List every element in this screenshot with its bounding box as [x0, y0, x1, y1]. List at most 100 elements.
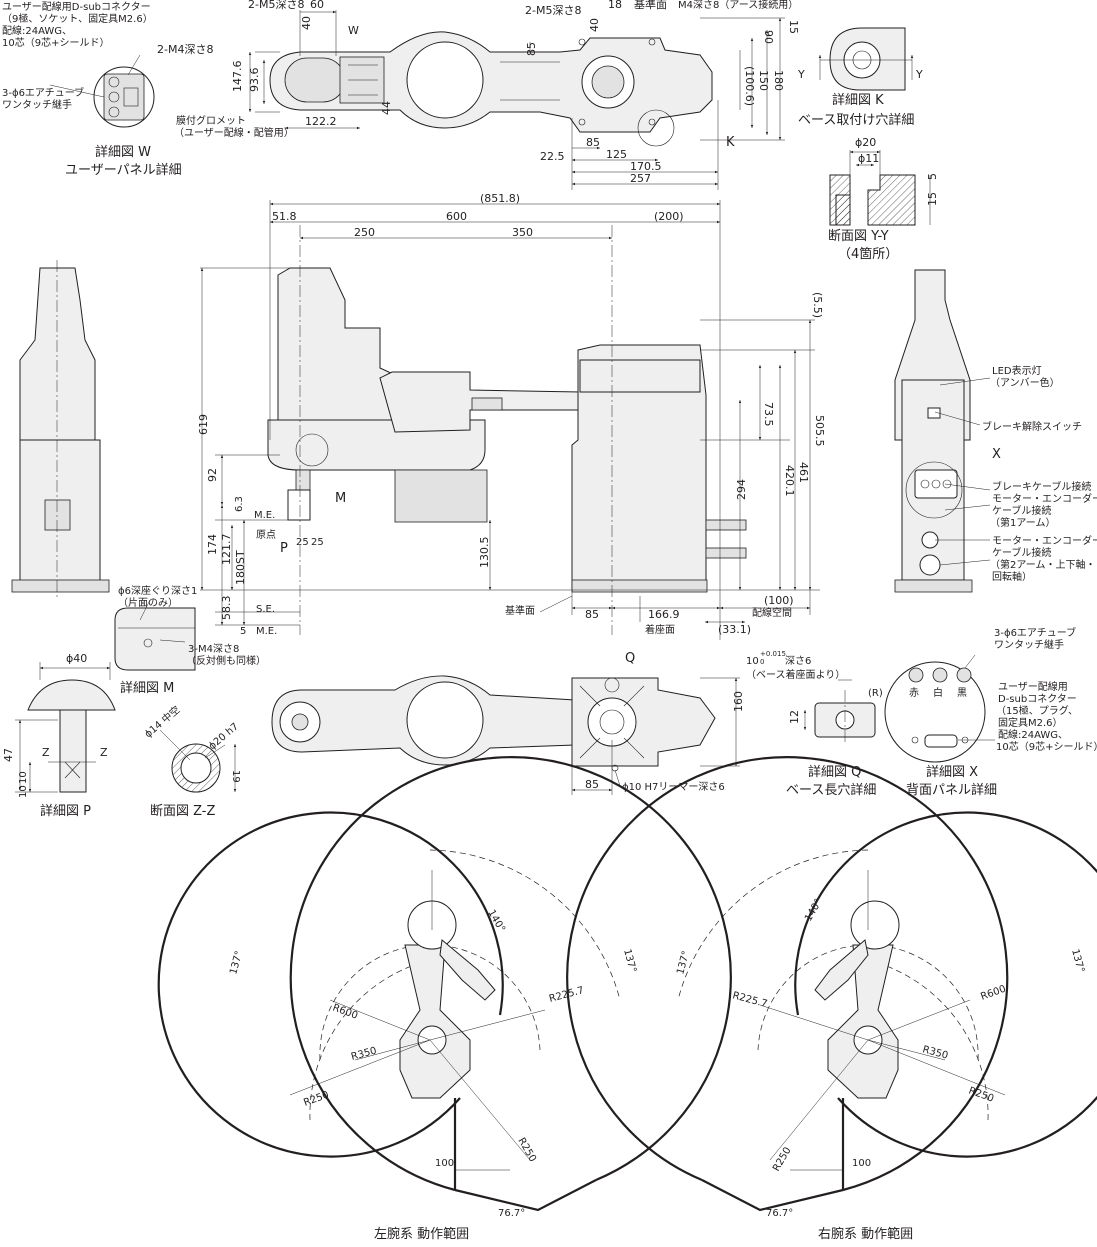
dim-label: 25	[296, 537, 309, 548]
dim-label: 47	[2, 748, 15, 762]
note-label: 固定具M2.6）	[998, 716, 1063, 729]
dim-label: 85	[585, 778, 599, 791]
note-label: （反対側も同様）	[186, 654, 266, 667]
detail-caption: 詳細図 W	[95, 144, 151, 160]
radius-label: R350	[921, 1044, 949, 1061]
note-label: LED表示灯	[992, 364, 1042, 377]
dim-label: ϕ20	[855, 136, 876, 149]
dim-label: 基準面	[505, 604, 535, 617]
radius-label: R250	[302, 1090, 330, 1109]
note-label: （片面のみ）	[118, 596, 178, 609]
note-label: 10芯（9芯+シールド）	[996, 740, 1097, 753]
note-label: ワンタッチ継手	[2, 98, 72, 111]
dim-label: 基準面	[634, 0, 667, 11]
detail-caption: （4箇所）	[838, 246, 898, 262]
dim-label: 15	[926, 192, 939, 206]
detail-caption: 詳細図 P	[40, 803, 91, 819]
dim-label: 配線空間	[752, 606, 792, 619]
dim-label: 294	[735, 479, 748, 500]
dim-label: 600	[446, 210, 467, 223]
tube-color-label: 白	[933, 686, 943, 699]
dim-label: ϕ14 中空	[142, 703, 183, 740]
note-label: （アンバー色）	[990, 376, 1060, 389]
section-yy-drawing	[829, 150, 931, 226]
dim-label: 着座面	[645, 623, 675, 636]
dim-label: 92	[206, 468, 219, 482]
right-side-view	[894, 269, 991, 593]
dim-label: S.E.	[256, 604, 275, 615]
dim-label: 40	[588, 18, 601, 32]
dim-label: 90	[762, 30, 775, 44]
radius-label: R350	[350, 1046, 378, 1063]
dim-label: 19	[230, 770, 241, 783]
dim-label: 93.6	[248, 68, 261, 93]
dim-label: 180ST	[234, 550, 247, 585]
dim-label: 505.5	[813, 415, 826, 447]
detail-k-drawing	[818, 27, 914, 91]
dim-label: 18	[608, 0, 622, 11]
note-label: ユーザー配線用	[998, 680, 1068, 693]
note-label: ケーブル接続	[992, 546, 1051, 559]
dim-label: 73.5	[762, 402, 775, 427]
detail-caption: ベース長穴詳細	[786, 782, 876, 798]
dim-label: 22.5	[540, 150, 565, 163]
dim-label: 深さ6	[785, 655, 811, 667]
dim-label: 166.9	[648, 608, 680, 621]
note-label: モーター・エンコーダー	[992, 534, 1097, 547]
section-mark: Z	[100, 746, 108, 759]
dim-label: 60	[310, 0, 324, 11]
dim-label: 122.2	[305, 115, 337, 128]
dim-label: 44	[380, 101, 393, 115]
angle-label: 137°	[621, 948, 638, 974]
dim-label: 10	[18, 785, 29, 798]
detail-caption: 詳細図 Q	[808, 764, 861, 780]
angle-label: 140°	[485, 908, 507, 934]
note-label: ブレーキケーブル接続	[992, 480, 1091, 493]
dim-label: 420.1	[783, 465, 796, 497]
dim-label: 250	[354, 226, 375, 239]
dim-label: M4深さ8（アース接続用）	[678, 0, 798, 11]
dim-label: ϕ11	[858, 152, 879, 165]
detail-x-callout	[905, 461, 963, 519]
range-caption: 左腕系 動作範囲	[374, 1226, 469, 1242]
dim-label: 5	[926, 173, 939, 180]
dim-label: 10	[18, 771, 29, 784]
dim-label: 6.3	[234, 496, 245, 512]
dim-label: 257	[630, 172, 651, 185]
dim-label: 130.5	[478, 537, 491, 569]
dim-label: 100	[435, 1158, 454, 1169]
view-callout: K	[726, 135, 735, 150]
note-label: （9極、ソケット、固定具M2.6）	[2, 12, 153, 25]
dim-label: M.E.	[254, 510, 275, 521]
dim-label: 58.3	[220, 596, 233, 621]
dim-label: 100	[852, 1158, 871, 1169]
dim-label: 15	[787, 20, 800, 34]
angle-label: 76.7°	[498, 1208, 525, 1219]
dim-label: (851.8)	[480, 192, 520, 205]
dim-label: +0.015	[760, 650, 786, 658]
radius-label: R600	[979, 984, 1007, 1003]
note-label: 膜付グロメット	[176, 114, 246, 127]
dim-label: (5.5)	[811, 292, 824, 318]
dim-label: 12	[788, 710, 801, 724]
angle-label: 76.7°	[766, 1208, 793, 1219]
note-label: （第2アーム・上下軸・	[990, 558, 1095, 571]
note-label: ワンタッチ継手	[994, 638, 1064, 651]
note-label: D-subコネクター	[998, 693, 1077, 705]
tube-color-label: 黒	[957, 687, 967, 699]
angle-label: 137°	[675, 950, 692, 976]
detail-k-callout	[637, 109, 675, 147]
dim-label: 170.5	[630, 160, 662, 173]
note-label: 配線:24AWG、	[2, 24, 72, 37]
note-label: 3-ϕ6エアチューブ	[994, 626, 1076, 639]
dim-label: 40	[300, 16, 313, 30]
note-label: モーター・エンコーダー	[992, 492, 1097, 505]
dim-label: （ベース着座面より）	[746, 668, 845, 681]
left-side-view	[11, 260, 110, 600]
section-zz-drawing	[159, 729, 237, 793]
detail-q-drawing	[803, 679, 876, 745]
detail-p-drawing	[15, 662, 116, 793]
detail-caption: 詳細図 K	[832, 92, 884, 108]
dim-label: 147.6	[231, 61, 244, 93]
